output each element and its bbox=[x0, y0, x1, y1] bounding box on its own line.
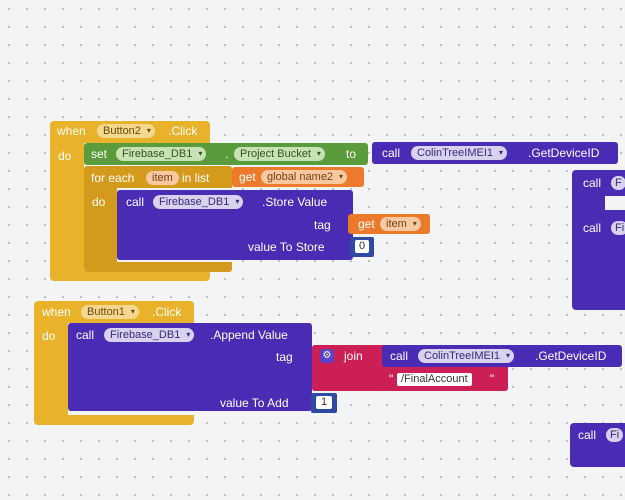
variable-dropdown-global-name2[interactable]: global name2▾ bbox=[261, 170, 348, 184]
event-name-label: .Click bbox=[152, 305, 182, 319]
do-label: do bbox=[58, 149, 72, 163]
chevron-down-icon: ▾ bbox=[316, 149, 321, 158]
join-label: join bbox=[344, 349, 363, 363]
number-field[interactable]: 1 bbox=[316, 396, 332, 409]
when-label: when bbox=[57, 124, 86, 138]
loop-variable-item[interactable]: item bbox=[146, 171, 179, 185]
chevron-down-icon: ▾ bbox=[412, 219, 417, 228]
method-name-label: .GetDeviceID bbox=[528, 146, 600, 160]
call-label: call bbox=[382, 146, 401, 160]
get-label: get bbox=[239, 170, 256, 184]
in-list-label: in list bbox=[182, 171, 210, 185]
tag-label: tag bbox=[314, 218, 331, 232]
chevron-down-icon: ▾ bbox=[186, 330, 191, 339]
right-call-block-1-gap bbox=[605, 196, 625, 210]
to-label: to bbox=[346, 147, 357, 161]
component-dropdown-partial[interactable]: F bbox=[611, 176, 625, 190]
component-dropdown-firebase[interactable]: Firebase_DB1▾ bbox=[153, 195, 244, 209]
call-label: call bbox=[583, 176, 602, 190]
value-to-store-label: value To Store bbox=[248, 240, 325, 254]
quote-close: " bbox=[490, 372, 495, 386]
component-dropdown-button1[interactable]: Button1▾ bbox=[81, 305, 139, 319]
chevron-down-icon: ▾ bbox=[130, 307, 135, 316]
component-dropdown-partial[interactable]: Fi bbox=[611, 221, 625, 235]
component-dropdown-firebase[interactable]: Firebase_DB1▾ bbox=[104, 328, 195, 342]
dot-label: . bbox=[225, 147, 229, 161]
method-name-label: .GetDeviceID bbox=[535, 349, 607, 363]
do-label: do bbox=[42, 329, 56, 343]
component-dropdown-colintreeimei[interactable]: ColinTreeIMEI1▾ bbox=[418, 349, 515, 363]
right-call-block-1[interactable] bbox=[572, 170, 625, 310]
call-label: call bbox=[126, 195, 145, 209]
chevron-down-icon: ▾ bbox=[146, 126, 151, 135]
component-dropdown-partial[interactable]: Fi bbox=[606, 428, 624, 442]
tag-label: tag bbox=[276, 350, 293, 364]
component-dropdown-colintreeimei[interactable]: ColinTreeIMEI1▾ bbox=[411, 146, 508, 160]
chevron-down-icon: ▾ bbox=[499, 148, 504, 157]
component-dropdown-button2[interactable]: Button2▾ bbox=[97, 124, 155, 138]
gear-icon[interactable]: ⚙ bbox=[320, 349, 334, 363]
call-label: call bbox=[390, 349, 409, 363]
quote-open: " bbox=[389, 372, 394, 386]
chevron-down-icon: ▾ bbox=[235, 197, 240, 206]
number-field[interactable]: 0 bbox=[355, 240, 369, 253]
call-label: call bbox=[583, 221, 602, 235]
chevron-down-icon: ▾ bbox=[339, 172, 344, 181]
set-label: set bbox=[91, 147, 108, 161]
property-dropdown-project-bucket[interactable]: Project Bucket▾ bbox=[234, 147, 325, 161]
chevron-down-icon: ▾ bbox=[506, 351, 511, 360]
chevron-down-icon: ▾ bbox=[198, 149, 203, 158]
variable-dropdown-item[interactable]: item▾ bbox=[380, 217, 421, 231]
event-name-label: .Click bbox=[168, 124, 198, 138]
component-dropdown-firebase[interactable]: Firebase_DB1▾ bbox=[116, 147, 207, 161]
text-string-field[interactable]: /FinalAccount bbox=[397, 373, 472, 386]
method-name-label: .Append Value bbox=[210, 328, 288, 342]
for-each-label: for each bbox=[91, 171, 135, 185]
store-value-tail bbox=[117, 236, 259, 260]
call-label: call bbox=[76, 328, 95, 342]
when-label: when bbox=[42, 305, 71, 319]
get-label: get bbox=[358, 217, 375, 231]
method-name-label: .Store Value bbox=[262, 195, 328, 209]
do-label: do bbox=[92, 195, 106, 209]
call-label: call bbox=[578, 428, 597, 442]
value-to-add-label: value To Add bbox=[220, 396, 289, 410]
